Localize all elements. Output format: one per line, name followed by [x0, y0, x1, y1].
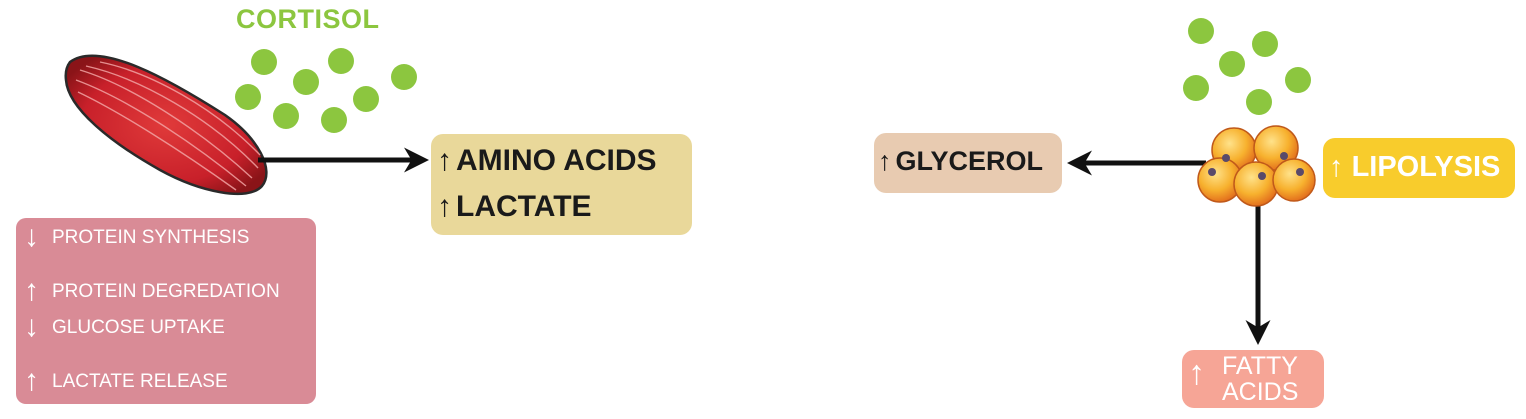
up-arrow-icon: ↑ [24, 364, 39, 397]
up-arrow-icon: ↑ [878, 146, 892, 176]
lactate-output: ↑LACTATE [437, 190, 592, 224]
cortisol-molecules-right [1183, 18, 1311, 115]
effect-label: PROTEIN DEGREDATION [52, 281, 280, 302]
cortisol-label: CORTISOL [236, 4, 380, 34]
effect-label: GLUCOSE UPTAKE [52, 317, 225, 338]
effect-row: ↑ LACTATE RELEASE [16, 366, 316, 396]
glycerol-box: ↑GLYCEROL [874, 133, 1062, 193]
amino-acids-output: ↑AMINO ACIDS [437, 144, 657, 178]
lipolysis-box: ↑ LIPOLYSIS [1323, 138, 1515, 198]
up-arrow-icon: ↑ [1329, 151, 1344, 183]
amino-acids-lactate-box: ↑AMINO ACIDS ↑LACTATE [431, 134, 692, 235]
lipolysis-label: LIPOLYSIS [1351, 151, 1501, 183]
glycerol-label: GLYCEROL [895, 146, 1044, 176]
up-arrow-icon: ↑ [1188, 354, 1205, 392]
output-label: AMINO ACIDS [456, 144, 657, 177]
effect-label: PROTEIN SYNTHESIS [52, 227, 250, 248]
muscle-fiber-icon [64, 54, 268, 196]
effect-row: ↑ PROTEIN DEGREDATION [16, 276, 316, 306]
fat-cells-icon [1197, 125, 1316, 207]
fatty-acids-label-line2: ACIDS [1222, 378, 1299, 406]
effect-label: LACTATE RELEASE [52, 371, 228, 392]
effect-row: ↓ PROTEIN SYNTHESIS [16, 222, 316, 252]
muscle-effects-box: ↓ PROTEIN SYNTHESIS ↑ PROTEIN DEGREDATIO… [16, 218, 316, 404]
up-arrow-icon: ↑ [24, 274, 39, 307]
fatty-acids-label-line1: FATTY [1222, 352, 1298, 380]
up-arrow-icon: ↑ [437, 190, 452, 223]
cortisol-molecules-left [235, 48, 417, 133]
up-arrow-icon: ↑ [437, 144, 452, 177]
output-label: LACTATE [456, 190, 592, 223]
effect-row: ↓ GLUCOSE UPTAKE [16, 312, 316, 342]
down-arrow-icon: ↓ [24, 310, 39, 343]
down-arrow-icon: ↓ [24, 220, 39, 253]
fatty-acids-box: ↑ FATTY ACIDS [1182, 350, 1324, 408]
